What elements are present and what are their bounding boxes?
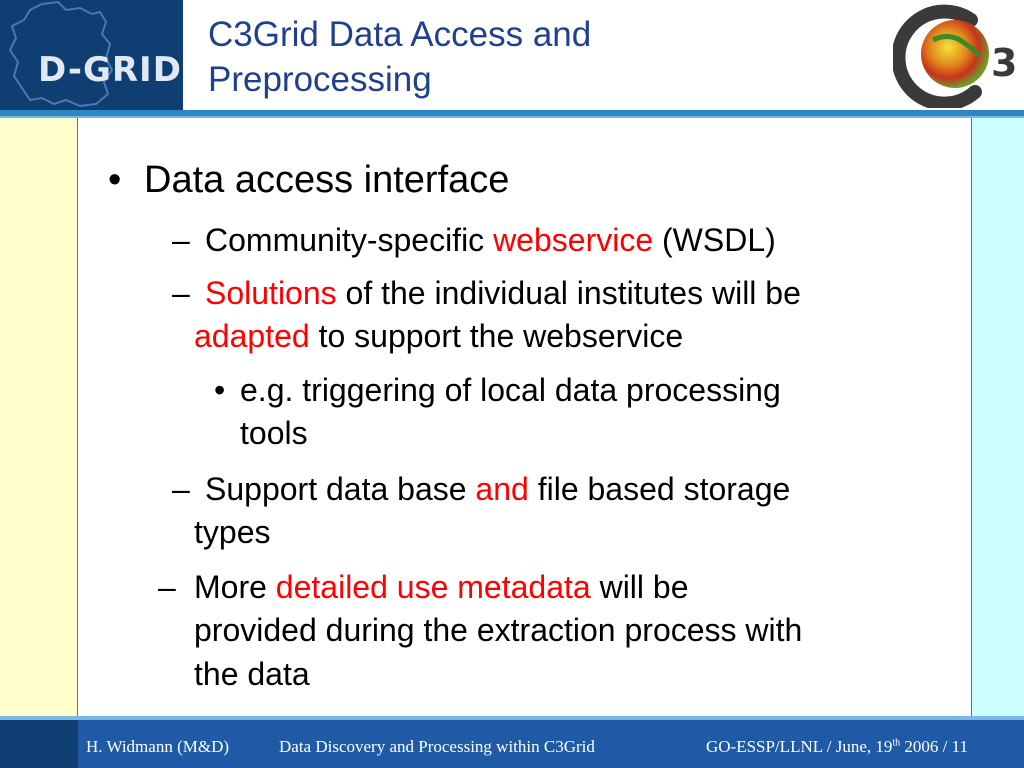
- sub-sub-bullet-triggering: • e.g. triggering of local data processi…: [214, 369, 781, 412]
- footer-event: GO-ESSP/LLNL / June, 19th 2006 / 11: [706, 737, 968, 756]
- slide-title-line2: Preprocessing: [208, 60, 432, 99]
- bullet-marker: •: [108, 159, 122, 201]
- c3-logo: 3: [893, 4, 1017, 108]
- germany-map-icon: [8, 0, 114, 108]
- sub-bullet-storage-line2: types: [194, 514, 271, 550]
- sub-bullet-solutions-line2: adapted to support the webservice: [194, 318, 684, 354]
- dash-marker: –: [158, 569, 176, 605]
- right-side-band: [971, 118, 1024, 716]
- dash-marker: –: [172, 471, 190, 507]
- left-side-band: [0, 118, 78, 716]
- sub-sub-bullet-triggering-line2: tools: [240, 415, 308, 451]
- highlight-text: webservice: [493, 222, 654, 258]
- slide-content: • Data access interface – Community-speci…: [78, 118, 971, 716]
- footer-bar: [78, 720, 1024, 768]
- footer-left-block: [0, 720, 78, 768]
- slide-footer: H. Widmann (M&D) Data Discovery and Proc…: [0, 720, 1024, 768]
- sub-bullet-metadata: – More detailed use metadata will be: [158, 566, 689, 609]
- sub-bullet-storage: – Support data base and file based stora…: [172, 468, 790, 511]
- footer-talk-title: Data Discovery and Processing within C3G…: [279, 737, 595, 756]
- dash-marker: –: [172, 222, 190, 258]
- highlight-text: and: [475, 471, 529, 507]
- highlight-text: Solutions: [205, 275, 337, 311]
- bullet-data-access-interface: • Data access interface: [108, 158, 509, 202]
- sub-bullet-webservice: – Community-specific webservice (WSDL): [172, 219, 776, 262]
- highlight-text: detailed use metadata: [275, 569, 591, 605]
- slide-header: D-GRID C3Grid Data Access and Preprocess…: [0, 0, 1024, 110]
- footer-author: H. Widmann (M&D): [86, 737, 230, 756]
- header-divider-light: [0, 116, 1024, 118]
- highlight-text: adapted: [194, 318, 310, 354]
- c3-logo-digit: 3: [991, 41, 1017, 85]
- header-divider: [0, 110, 1024, 116]
- slide-title-line1: C3Grid Data Access and: [208, 15, 592, 54]
- sub-bullet-solutions: – Solutions of the individual institutes…: [172, 272, 801, 315]
- bullet-marker: •: [214, 372, 226, 408]
- bullet-text: Data access interface: [144, 159, 510, 201]
- dgrid-logo-text: D-GRID: [38, 50, 182, 90]
- sub-bullet-metadata-line3: the data: [194, 656, 310, 692]
- sub-bullet-metadata-line2: provided during the extraction process w…: [194, 612, 803, 648]
- slide-title: C3Grid Data Access and Preprocessing: [208, 12, 728, 102]
- dgrid-logo: D-GRID: [0, 0, 183, 110]
- dash-marker: –: [172, 275, 190, 311]
- footer-divider: [0, 716, 1024, 720]
